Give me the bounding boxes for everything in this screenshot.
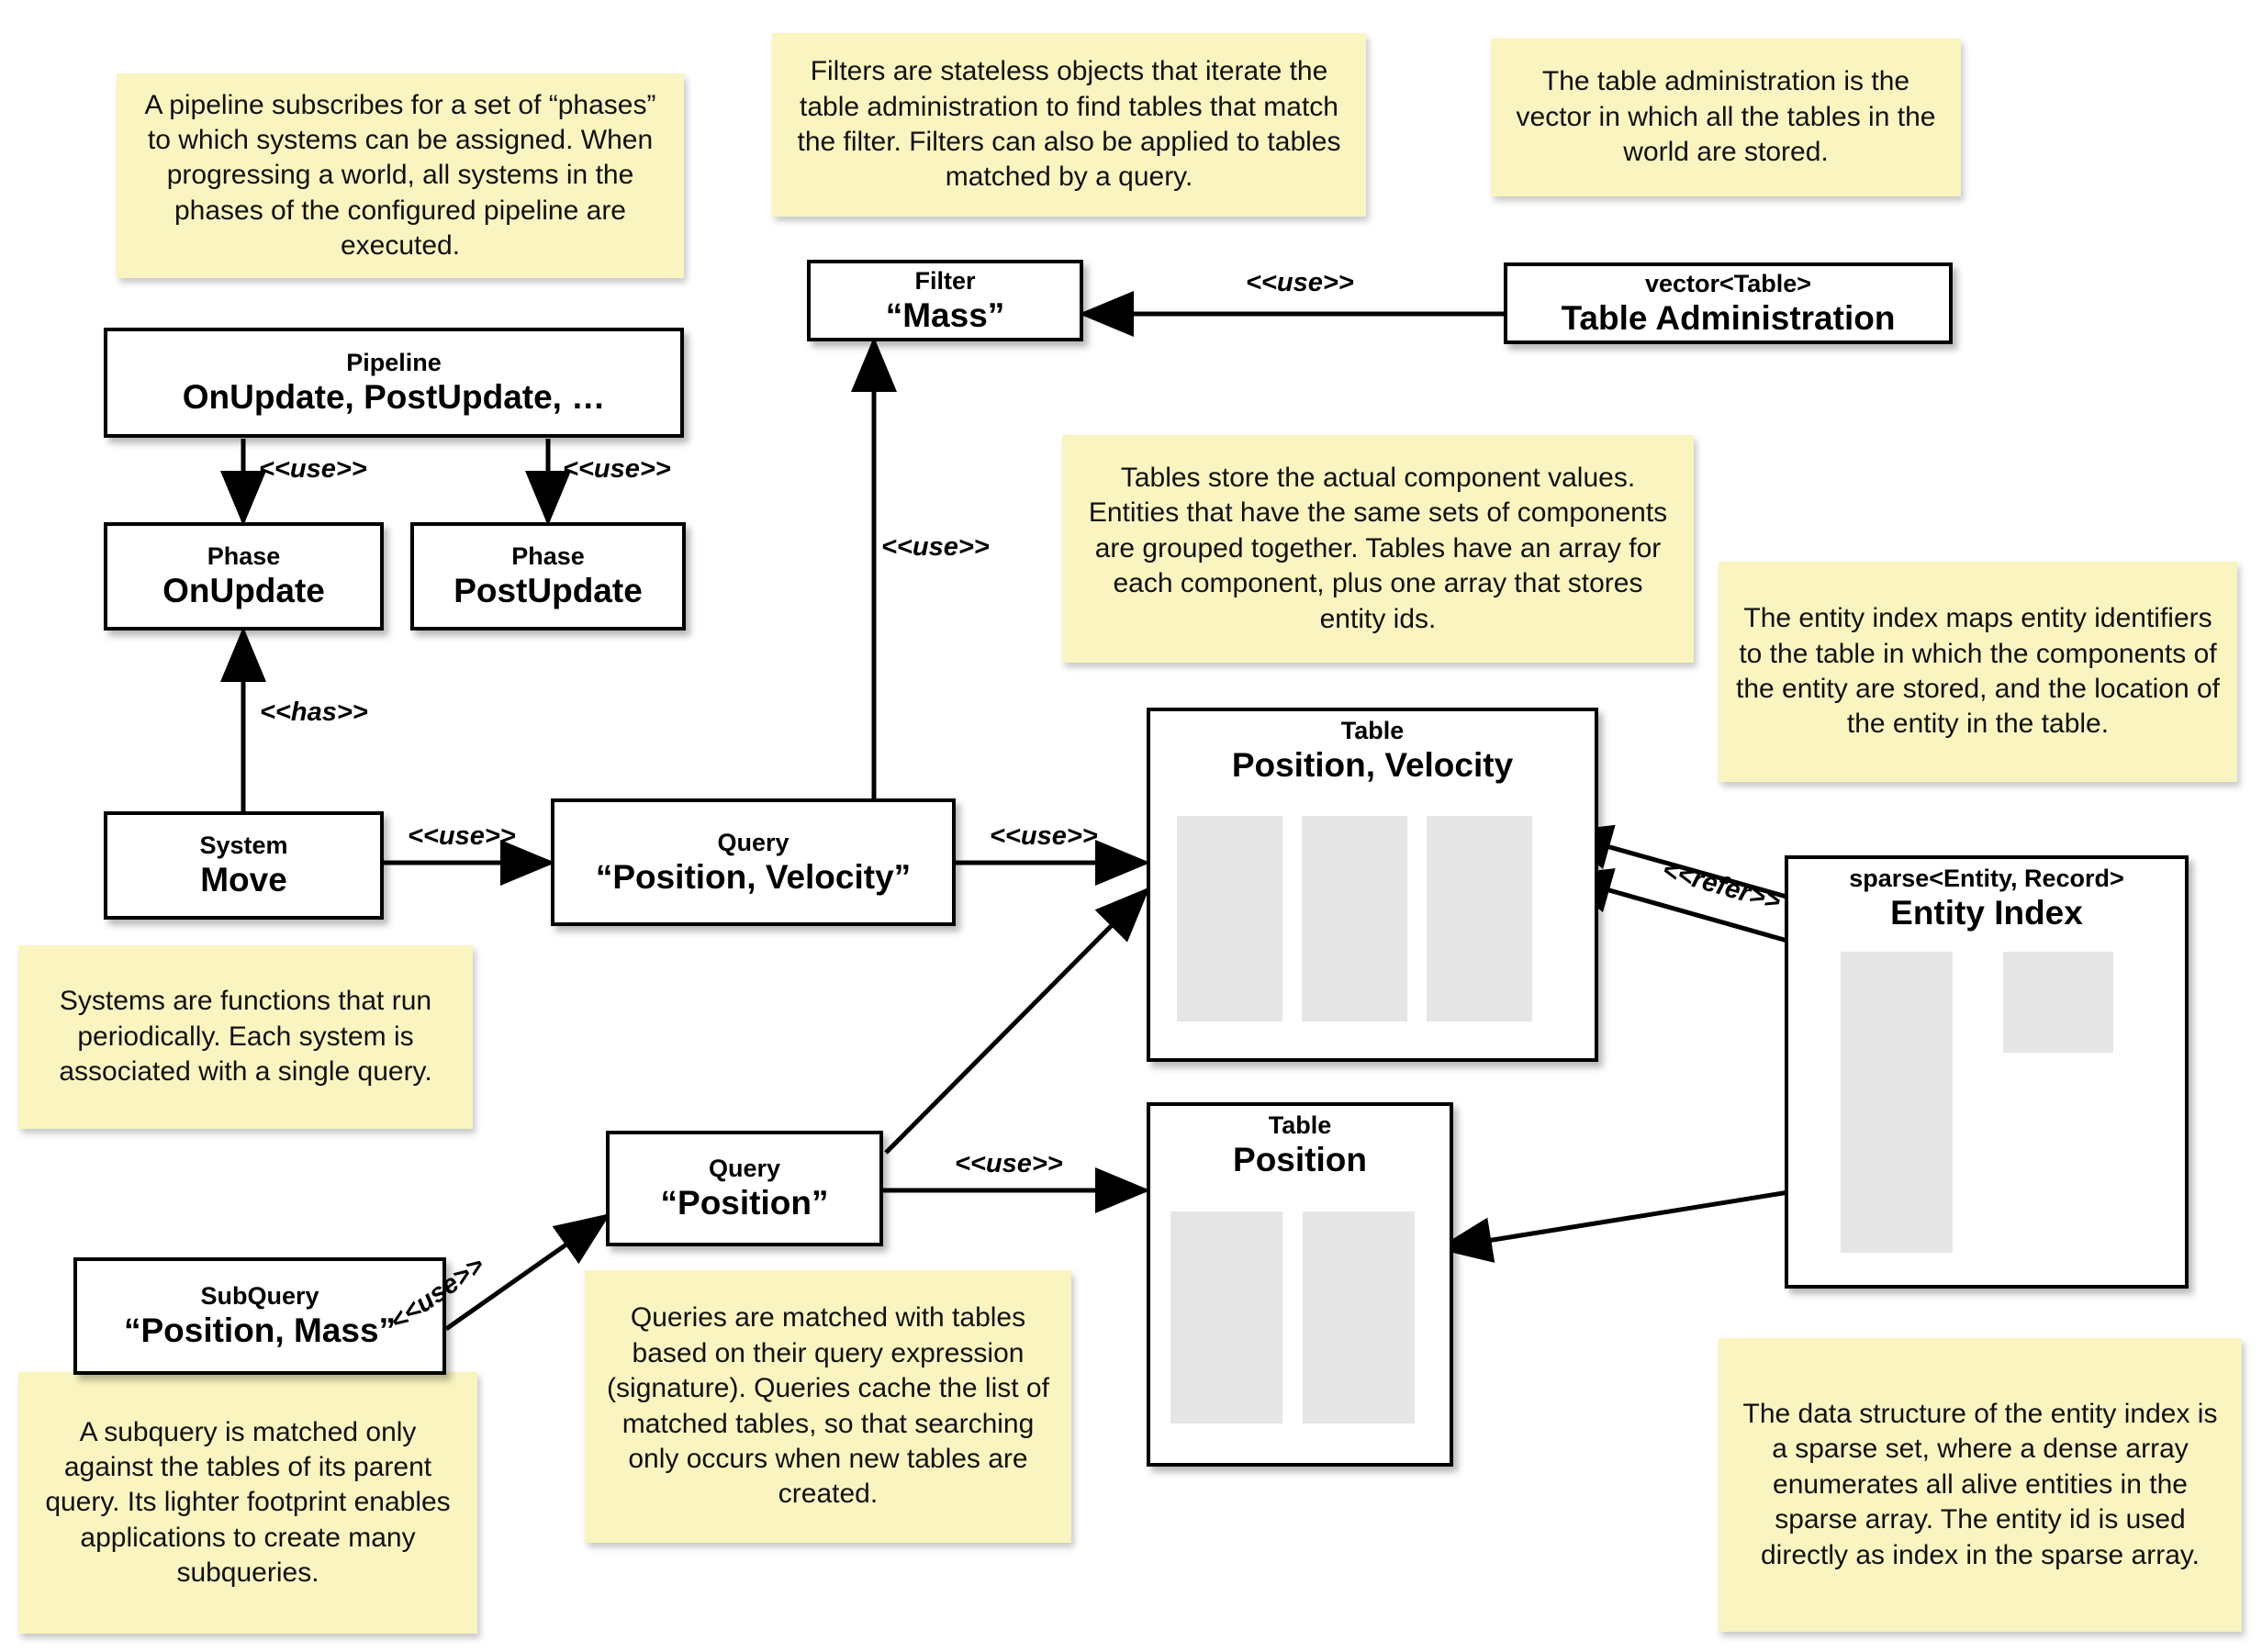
entity-index-dense-array: [2003, 952, 2113, 1053]
box-title: PostUpdate: [454, 572, 643, 610]
note-system: Systems are functions that run periodica…: [18, 945, 473, 1129]
edge-label-query-uses-table: <<use>>: [990, 821, 1098, 851]
box-title: “Position, Velocity”: [595, 857, 912, 896]
box-title: Table Administration: [1561, 298, 1896, 337]
note-text: The table administration is the vector i…: [1516, 66, 1936, 168]
box-system-move[interactable]: System Move: [104, 811, 384, 920]
note-text: The entity index maps entity identifiers…: [1735, 603, 2220, 740]
edge-label-system-uses-query: <<use>>: [408, 821, 516, 851]
note-entity-index: The entity index maps entity identifiers…: [1719, 562, 2237, 782]
note-table-administration: The table administration is the vector i…: [1491, 39, 1961, 196]
box-title: OnUpdate: [162, 572, 325, 610]
box-title: Position: [1233, 1141, 1367, 1179]
edge-label-tableadmin-uses-filter: <<use>>: [1246, 268, 1354, 297]
box-title: Entity Index: [1890, 894, 2083, 932]
note-table: Tables store the actual component values…: [1062, 435, 1694, 663]
box-title: Move: [200, 861, 287, 899]
note-query: Queries are matched with tables based on…: [585, 1270, 1071, 1543]
table-column: [1303, 1211, 1415, 1423]
box-stereotype: SubQuery: [200, 1282, 319, 1311]
note-filter: Filters are stateless objects that itera…: [772, 33, 1366, 217]
box-title: “Mass”: [885, 296, 1005, 334]
note-text: A subquery is matched only against the t…: [45, 1416, 451, 1589]
edge-label-query-uses-filter: <<use>>: [881, 532, 990, 562]
box-table-administration[interactable]: vector<Table> Table Administration: [1504, 262, 1953, 344]
note-text: The data structure of the entity index i…: [1742, 1399, 2218, 1570]
table-column: [1427, 816, 1532, 1021]
box-title: Position, Velocity: [1231, 746, 1514, 785]
box-stereotype: vector<Table>: [1644, 269, 1812, 297]
box-stereotype: sparse<Entity, Record>: [1849, 865, 2124, 892]
edge-label-entityindex-refers-table: <<refer>>: [1659, 855, 1785, 918]
box-phase-postupdate[interactable]: Phase PostUpdate: [410, 522, 686, 631]
box-phase-onupdate[interactable]: Phase OnUpdate: [104, 522, 384, 631]
entity-index-sparse-array: [1841, 952, 1953, 1253]
box-query-position-velocity[interactable]: Query “Position, Velocity”: [551, 798, 956, 926]
box-pipeline[interactable]: Pipeline OnUpdate, PostUpdate, …: [104, 328, 684, 438]
box-stereotype: Phase: [511, 542, 585, 571]
table-p-columns: [1170, 1211, 1420, 1423]
table-column: [1170, 1211, 1282, 1423]
table-column: [1302, 816, 1407, 1021]
box-filter-mass[interactable]: Filter “Mass”: [807, 260, 1083, 341]
box-subquery-position-mass[interactable]: SubQuery “Position, Mass”: [73, 1257, 446, 1375]
note-text: Systems are functions that run periodica…: [59, 986, 432, 1088]
edge-label-pipeline-onupdate: <<use>>: [259, 454, 367, 484]
note-subquery: A subquery is matched only against the t…: [18, 1372, 477, 1634]
box-title: “Position, Mass”: [123, 1312, 397, 1350]
box-stereotype: Table: [1340, 717, 1405, 744]
box-stereotype: Query: [717, 828, 789, 856]
note-text: Queries are matched with tables based on…: [607, 1302, 1049, 1510]
box-title: OnUpdate, PostUpdate, …: [182, 378, 606, 417]
box-stereotype: Table: [1268, 1111, 1332, 1139]
note-text: Filters are stateless objects that itera…: [797, 56, 1341, 193]
edge-label-system-has-phase: <<has>>: [260, 698, 368, 727]
note-text: A pipeline subscribes for a set of “phas…: [144, 89, 656, 262]
note-sparse-set: The data structure of the entity index i…: [1719, 1338, 2242, 1632]
box-stereotype: Filter: [914, 266, 976, 295]
box-stereotype: Phase: [207, 542, 281, 571]
box-title: “Position”: [660, 1184, 829, 1222]
table-pv-columns: [1177, 816, 1572, 1021]
box-query-position[interactable]: Query “Position”: [606, 1131, 883, 1246]
box-stereotype: Pipeline: [346, 349, 442, 377]
note-text: Tables store the actual component values…: [1088, 463, 1668, 634]
edge-label-pipeline-postupdate: <<use>>: [563, 454, 671, 484]
note-pipeline: A pipeline subscribes for a set of “phas…: [117, 73, 684, 278]
box-stereotype: Query: [708, 1155, 781, 1183]
edge-label-queryp-uses-table: <<use>>: [955, 1149, 1063, 1178]
table-column: [1177, 816, 1282, 1021]
box-stereotype: System: [199, 832, 288, 860]
